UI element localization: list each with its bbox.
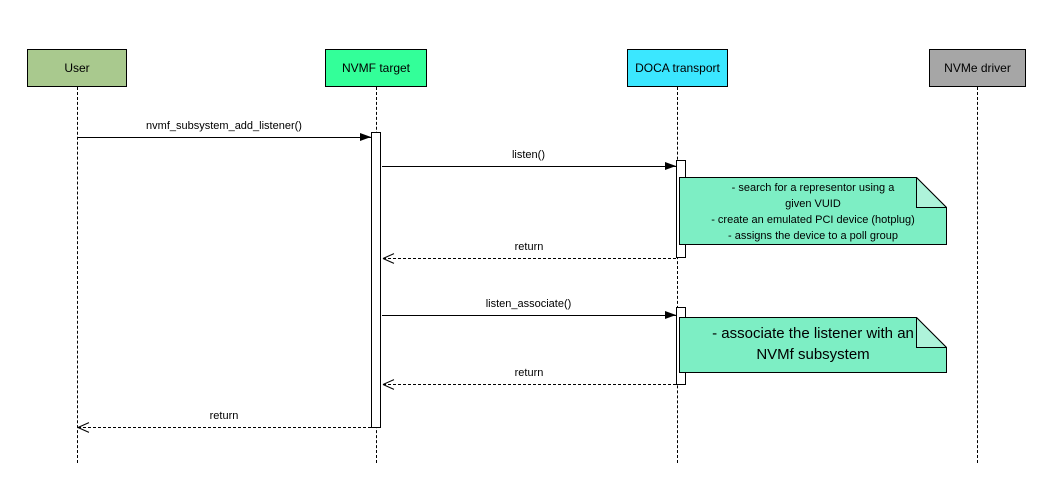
actor-label-nvmf-target: NVMF target — [341, 61, 410, 75]
note-line: - search for a representor using a — [731, 182, 895, 194]
message-arrow-dashed — [78, 427, 371, 428]
activation-bar-nvmf-target — [371, 132, 381, 428]
actor-label-user: User — [64, 61, 90, 75]
message-arrow-dashed — [383, 258, 676, 259]
message-label: listen_associate() — [485, 298, 572, 310]
actor-box-doca-transport: DOCA transport — [627, 49, 728, 87]
actor-label-doca-transport: DOCA transport — [635, 61, 720, 75]
note-fold-icon — [916, 177, 947, 208]
note-text: - associate the listener with an NVMf su… — [679, 317, 947, 365]
arrowhead-filled-icon — [360, 133, 371, 141]
note-line: - assigns the device to a poll group — [728, 230, 898, 242]
note-listen-details: - search for a representor using a given… — [679, 177, 947, 245]
actor-label-nvme-driver: NVMe driver — [944, 61, 1011, 75]
note-line: given VUID — [785, 198, 841, 210]
message-arrow-solid — [382, 315, 676, 316]
note-shape — [679, 317, 947, 373]
message-arrow-solid — [78, 137, 371, 138]
note-text: - search for a representor using a given… — [679, 177, 947, 244]
actor-box-user: User — [27, 49, 127, 87]
note-line: - create an emulated PCI device (hotplug… — [711, 214, 915, 226]
lifeline-user — [77, 87, 78, 463]
note-line: NVMf subsystem — [756, 346, 870, 363]
message-label: return — [514, 241, 544, 253]
note-line: - associate the listener with an — [712, 325, 914, 342]
arrowhead-filled-icon — [665, 162, 676, 170]
note-listen-associate-details: - associate the listener with an NVMf su… — [679, 317, 947, 373]
message-label: return — [514, 367, 544, 379]
message-label: nvmf_subsystem_add_listener() — [146, 120, 302, 132]
arrowhead-filled-icon — [665, 311, 676, 319]
message-arrow-solid — [382, 166, 676, 167]
message-label: return — [209, 410, 239, 422]
message-label: listen() — [511, 149, 545, 161]
note-shape — [679, 177, 947, 245]
note-fold-icon — [916, 317, 947, 348]
actor-box-nvmf-target: NVMF target — [325, 49, 427, 87]
lifeline-doca-transport — [677, 87, 678, 463]
actor-box-nvme-driver: NVMe driver — [929, 49, 1026, 87]
message-arrow-dashed — [383, 384, 676, 385]
lifeline-nvme-driver — [977, 87, 978, 463]
